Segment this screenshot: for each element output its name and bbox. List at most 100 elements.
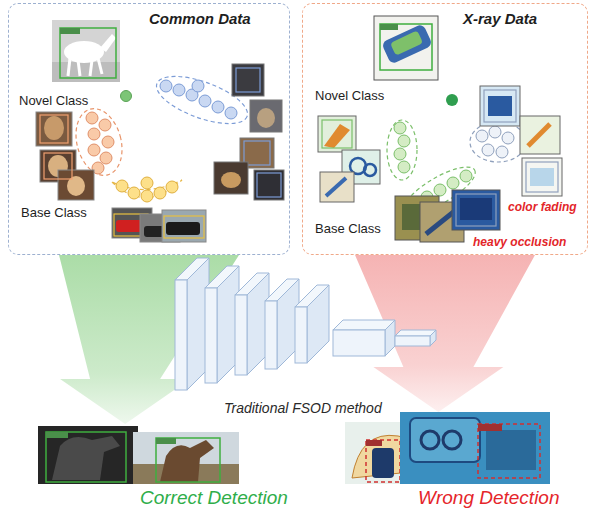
horse-photo: [68, 58, 70, 76]
cnn-illustration: [175, 258, 436, 390]
cnn-layer: [265, 301, 277, 369]
result-group: Wrong Detection: [340, 412, 586, 511]
green-clusters: [434, 184, 446, 196]
wrong-detection-photos: [400, 412, 550, 484]
orange-cluster: [100, 152, 112, 164]
flow-arrow: [59, 255, 239, 424]
result-caption: Wrong Detection: [418, 487, 560, 509]
dog-cat-photos: [214, 162, 248, 194]
yellow-cluster: [141, 190, 153, 202]
car-photos: [164, 216, 204, 238]
correct-detection-photos: [156, 438, 176, 444]
car-photos: [162, 210, 206, 242]
green-clusters: [460, 170, 472, 182]
yellow-cluster: [166, 181, 178, 193]
cnn-output-bar: [430, 330, 436, 346]
car-photos: [112, 208, 206, 242]
white-cluster: [482, 144, 494, 156]
xray-photos: [528, 124, 550, 146]
xray-luggage-photo: [374, 16, 438, 80]
dog-cat-photos: [257, 173, 281, 197]
orange-cluster: [69, 103, 129, 180]
cnn-layer: [175, 258, 209, 390]
horse-photo: [52, 62, 120, 82]
white-cluster: [489, 126, 501, 138]
wrong-detection-photos: [410, 418, 480, 462]
xray-luggage-photo: [374, 16, 438, 80]
xray-photos: [322, 120, 352, 148]
xray-photos: [480, 86, 520, 126]
xray-photos: [452, 190, 500, 230]
orange-cluster: [102, 136, 114, 148]
issue-note: color fading: [508, 201, 577, 215]
xray-photos: [522, 158, 562, 196]
green-clusters: [394, 122, 406, 134]
wrong-detection-photos: [366, 440, 400, 482]
yellow-cluster: [141, 177, 153, 189]
dog-cat-photos: [250, 100, 282, 132]
blue-cluster: [173, 84, 185, 96]
result-group: Correct Detection: [36, 424, 306, 511]
orange-cluster: [86, 112, 98, 124]
dog-photos: [58, 170, 94, 200]
green-clusters: [398, 161, 410, 173]
cnn-layer: [205, 266, 239, 383]
correct-detection-photos: [156, 438, 220, 482]
xray-photos: [520, 116, 560, 154]
xray-luggage-photo: [380, 24, 432, 70]
xray-photos: [530, 168, 554, 186]
horse-photo: [60, 28, 116, 78]
blue-cluster: [199, 95, 211, 107]
cnn-output-bar: [395, 336, 430, 346]
dog-cat-photos: [232, 64, 264, 96]
class-label: Base Class: [21, 206, 87, 221]
wrong-detection-photos: [478, 424, 502, 431]
xray-photos: [488, 96, 512, 116]
dog-cat-photos: [257, 108, 275, 128]
yellow-cluster: [116, 180, 128, 192]
white-cluster: [496, 146, 508, 158]
xray-photos: [484, 90, 516, 122]
cnn-layer: [205, 288, 217, 383]
correct-detection-photos: [52, 436, 120, 480]
issue-note: heavy occlusion: [473, 236, 566, 250]
dog-photos: [36, 112, 94, 200]
data-panel: X-ray DataNovel ClassBase Classcolor fad…: [302, 3, 588, 255]
cnn-output-bar: [395, 330, 436, 346]
correct-detection-photos: [46, 432, 126, 482]
xray-photos: [318, 116, 356, 152]
xray-photos: [326, 178, 346, 196]
orange-cluster: [88, 128, 100, 140]
horse-photo: [100, 34, 116, 52]
wrong-detection-photos: [421, 431, 439, 449]
horse-photo: [60, 28, 80, 34]
cnn-fc-block: [333, 320, 395, 356]
cnn-layer: [295, 285, 329, 363]
cnn-layer: [265, 279, 299, 369]
dog-cat-photos: [221, 172, 241, 188]
green-clusters: [398, 135, 410, 147]
green-clusters: [447, 177, 459, 189]
xray-luggage-photo: [390, 30, 423, 55]
car-photos: [166, 222, 200, 235]
orange-cluster: [99, 119, 111, 131]
cnn-fc-block: [385, 320, 395, 356]
xray-photos: [526, 162, 558, 192]
cnn-output-bar: [395, 330, 436, 336]
dog-photos: [40, 115, 68, 143]
class-label: Novel Class: [19, 94, 88, 109]
dog-cat-photos: [214, 64, 284, 200]
cnn-layer: [235, 273, 269, 375]
blue-cluster: [225, 107, 237, 119]
wrong-detection-photos: [372, 448, 394, 478]
method-label: Traditional FSOD method: [221, 400, 385, 416]
xray-photos: [364, 164, 376, 176]
wrong-detection-photos: [478, 424, 540, 478]
orange-cluster: [88, 144, 100, 156]
orange-cluster: [69, 103, 129, 180]
blue-cluster: [192, 80, 204, 92]
blue-cluster: [160, 80, 172, 92]
horse-photo: [98, 58, 102, 74]
class-label: Base Class: [315, 222, 381, 237]
